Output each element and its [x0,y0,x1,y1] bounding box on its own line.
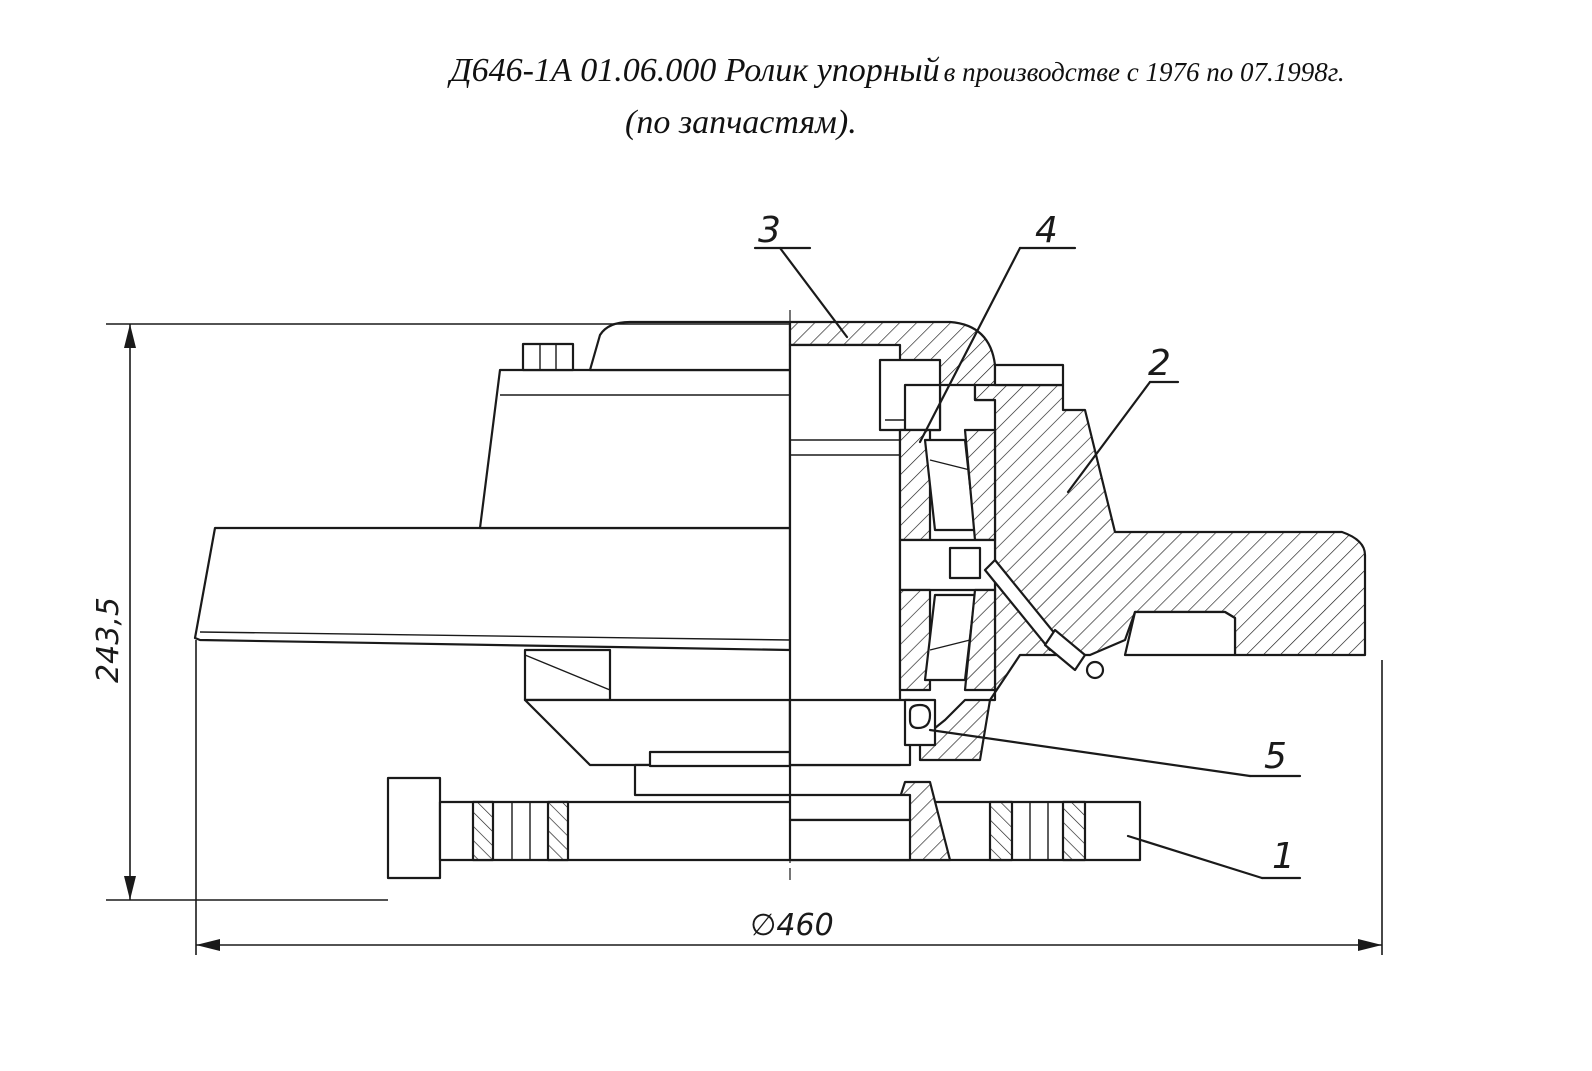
production-note: в производстве с 1976 по 07.1998г. [943,57,1345,87]
callout-4-label: 4 [1035,210,1058,251]
drawing-subtitle: (по запчастям). [625,104,857,141]
callout-2: 2 [1066,343,1180,494]
callout-5: 5 [928,728,1302,778]
title-line: Д646-1А 01.06.000 Ролик упорный в произв… [450,52,1345,90]
drawing-title: Д646-1А 01.06.000 Ролик упорный [450,52,940,89]
callout-1-label: 1 [1272,836,1295,877]
diameter-dimension: ∅460 [195,640,1383,955]
title-block: Д646-1А 01.06.000 Ролик упорный в произв… [0,0,1592,160]
callout-3: 3 [753,210,849,339]
diameter-value: ∅460 [750,908,833,943]
housing-exterior-view [193,320,792,797]
callout-4: 4 [918,210,1077,444]
callout-3-label: 3 [758,210,781,251]
height-dimension: 243,5 [91,323,790,901]
callout-2-label: 2 [1148,343,1171,384]
section-view [788,320,1367,862]
callout-5-label: 5 [1264,736,1287,777]
callout-1: 1 [1126,834,1302,880]
height-value: 243,5 [91,597,126,683]
